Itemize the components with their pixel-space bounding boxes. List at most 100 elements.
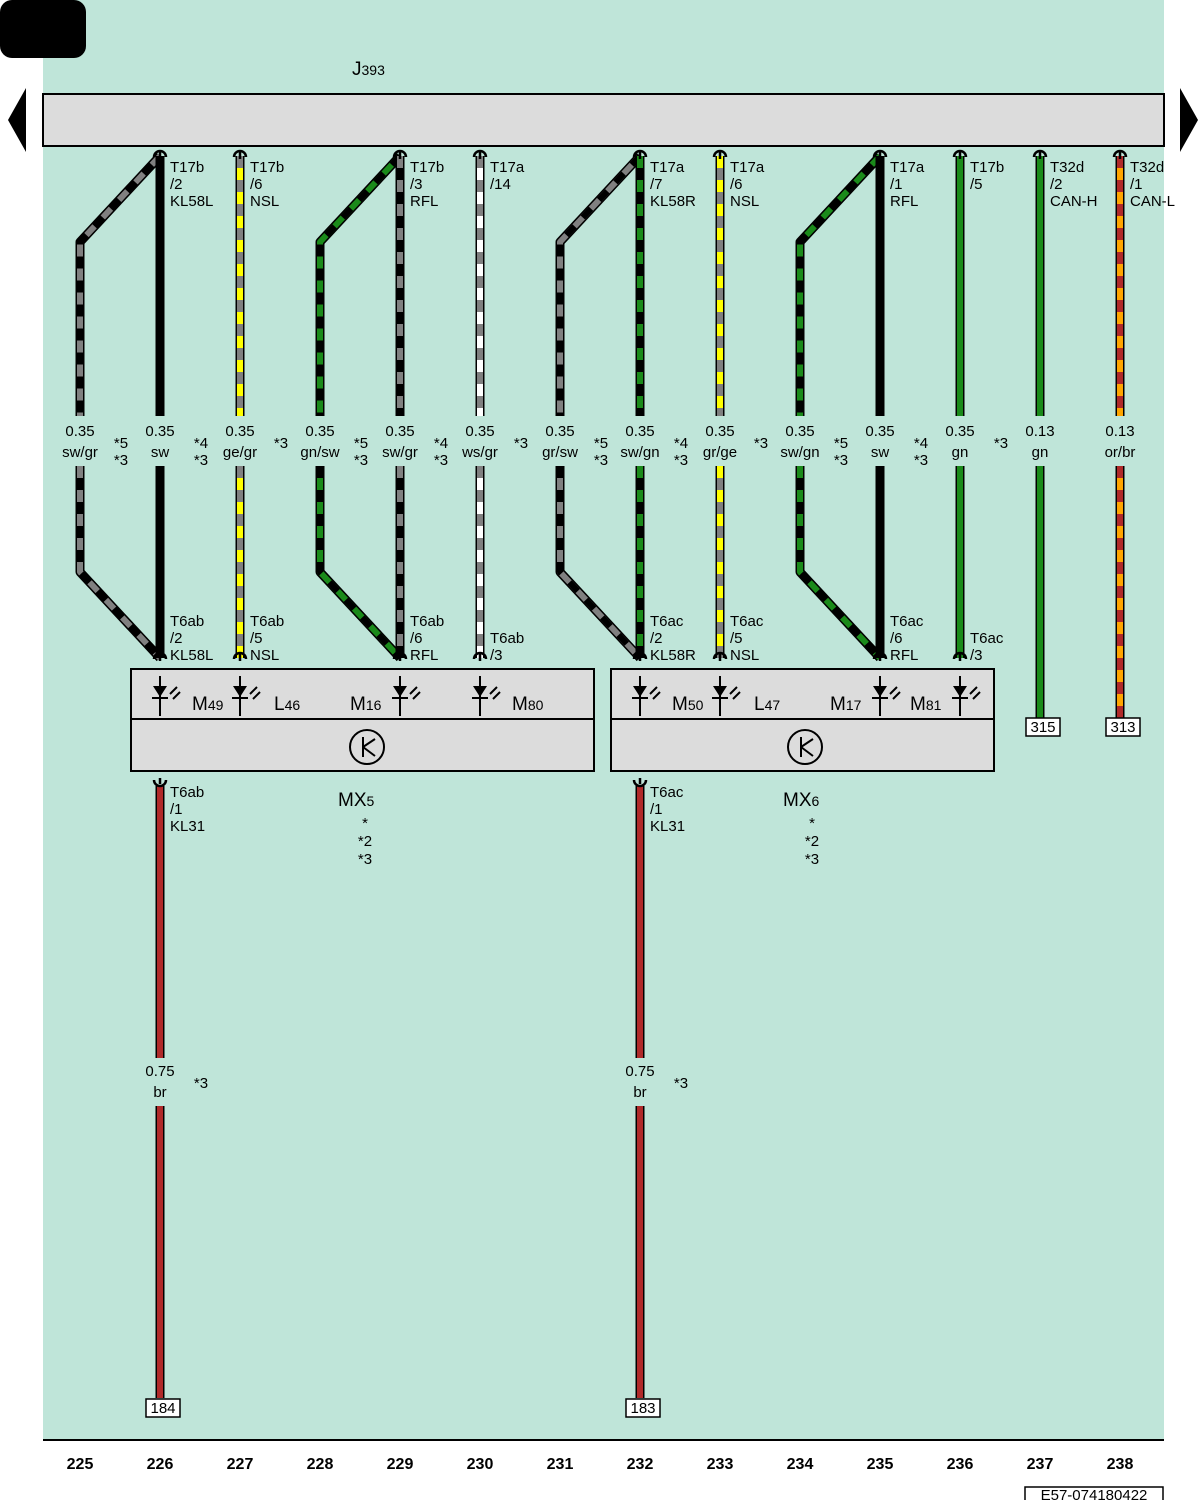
connector-pin-symbol: [872, 149, 888, 158]
wire-231-upper-base: [557, 153, 643, 416]
wire-note: *3: [434, 452, 448, 469]
assembly-note: *2: [358, 833, 372, 850]
lamp-connector-name: T6ac: [890, 613, 924, 630]
lamp-label-sub: 49: [208, 697, 224, 713]
wire-size-label: 0.35: [945, 423, 974, 440]
lamp-label-sub: 81: [926, 697, 942, 713]
connector-pin-symbol: [152, 651, 168, 660]
wire-color-label: sw/gr: [382, 444, 418, 461]
column-number: 227: [227, 1456, 254, 1473]
connector-pin: /5: [970, 176, 983, 193]
column-number: 226: [147, 1456, 174, 1473]
lamp-label-main: M: [910, 694, 926, 715]
lamp-connector-name: T6ac: [730, 613, 764, 630]
next-page-arrow[interactable]: [1180, 88, 1198, 152]
column-number: 233: [707, 1456, 734, 1473]
led-icon: [392, 676, 421, 716]
assembly-label-sub: 5: [367, 793, 375, 809]
ground-connector-pin: /1: [170, 801, 183, 818]
connector-name: T17b: [970, 159, 1004, 176]
page-tab: [0, 0, 86, 58]
connector-pin-symbol: [472, 149, 488, 158]
column-number: 229: [387, 1456, 414, 1473]
wire-color-label: ws/gr: [461, 444, 498, 461]
led-rays: [489, 686, 501, 700]
ground-wire-note: *3: [674, 1075, 688, 1092]
led-icon: [152, 676, 181, 716]
lamp-connector-pin: /2: [650, 630, 663, 647]
connector-pin: /6: [250, 176, 263, 193]
connector-name: T17a: [650, 159, 685, 176]
control-circle-arrow: [800, 738, 814, 757]
lamp-connector-pin: /3: [970, 647, 983, 664]
lamp-connector-signal: NSL: [730, 647, 759, 664]
assembly-label-sub: 6: [812, 793, 820, 809]
wire-note: *5: [114, 435, 128, 452]
wire-color-label: or/br: [1105, 444, 1136, 461]
column-number: 235: [867, 1456, 894, 1473]
lamp-label: M80: [512, 694, 544, 715]
wire-color-label: sw/gn: [620, 444, 659, 461]
control-unit-label: J393: [352, 59, 385, 80]
wire-size-label: 0.35: [305, 423, 334, 440]
wire-color-label: gn/sw: [300, 444, 339, 461]
wire-size-label: 0.35: [865, 423, 894, 440]
assembly-note: *3: [358, 851, 372, 868]
column-number: 230: [467, 1456, 494, 1473]
wire-note: *3: [914, 452, 928, 469]
wire-note: *3: [354, 452, 368, 469]
connector-pin-symbol: [1032, 149, 1048, 158]
lamp-connector-name: T6ac: [970, 630, 1004, 647]
connector-pin-symbol: [712, 651, 728, 660]
wire-231-lower-stripe: [557, 466, 643, 661]
lamp-label-main: L: [274, 694, 285, 715]
control-unit-bar: [42, 93, 1165, 147]
reference-number: 183: [630, 1400, 655, 1417]
connector-pin-symbol: [952, 149, 968, 158]
wire-note: *5: [594, 435, 608, 452]
lamp-label-main: M: [830, 694, 846, 715]
ground-wire-color: br: [153, 1084, 166, 1101]
reference-box: [625, 1398, 661, 1418]
connector-pin-symbol: [632, 149, 648, 158]
lamp-label-main: M: [192, 694, 208, 715]
connector-name: T17b: [410, 159, 444, 176]
control-circle-icon: [787, 729, 823, 765]
wire-color-label: sw/gn: [780, 444, 819, 461]
wires-layer: [75, 152, 1125, 1398]
ground-connector-signal: KL31: [170, 818, 205, 835]
connector-name: T17b: [170, 159, 204, 176]
wire-size-label: 0.35: [145, 423, 174, 440]
column-number: 236: [947, 1456, 974, 1473]
wire-size-label: 0.35: [545, 423, 574, 440]
lamp-label-sub: 50: [688, 697, 704, 713]
wire-size-label: 0.35: [65, 423, 94, 440]
wire-note: *4: [434, 435, 448, 452]
lamp-label-sub: 80: [528, 697, 544, 713]
connector-pin-symbol: [712, 149, 728, 158]
connector-signal: CAN-H: [1050, 193, 1098, 210]
reference-number: 184: [150, 1400, 175, 1417]
lamp-label: L46: [274, 694, 300, 715]
column-number: 237: [1027, 1456, 1054, 1473]
wire-color-label: gn: [1032, 444, 1049, 461]
connector-name: T17b: [250, 159, 284, 176]
assembly-label-main: MX: [783, 790, 812, 811]
connector-name: T17a: [730, 159, 765, 176]
column-number: 225: [67, 1456, 94, 1473]
wire-225-lower-stripe: [77, 466, 163, 661]
doc-number-box: [1024, 1486, 1164, 1500]
wire-size-label: 0.35: [625, 423, 654, 440]
connector-signal: KL58L: [170, 193, 213, 210]
reference-box: [1025, 717, 1061, 737]
wire-228-lower-stripe: [317, 466, 403, 661]
lamp-connector-signal: KL58R: [650, 647, 696, 664]
lamp-connector-signal: RFL: [890, 647, 918, 664]
led-rays: [649, 686, 661, 700]
wire-note: *3: [194, 452, 208, 469]
ground-connector-pin: /1: [650, 801, 663, 818]
assembly-note: *: [809, 815, 815, 832]
previous-page-arrow[interactable]: [8, 88, 26, 152]
connector-pin-symbol: [232, 651, 248, 660]
